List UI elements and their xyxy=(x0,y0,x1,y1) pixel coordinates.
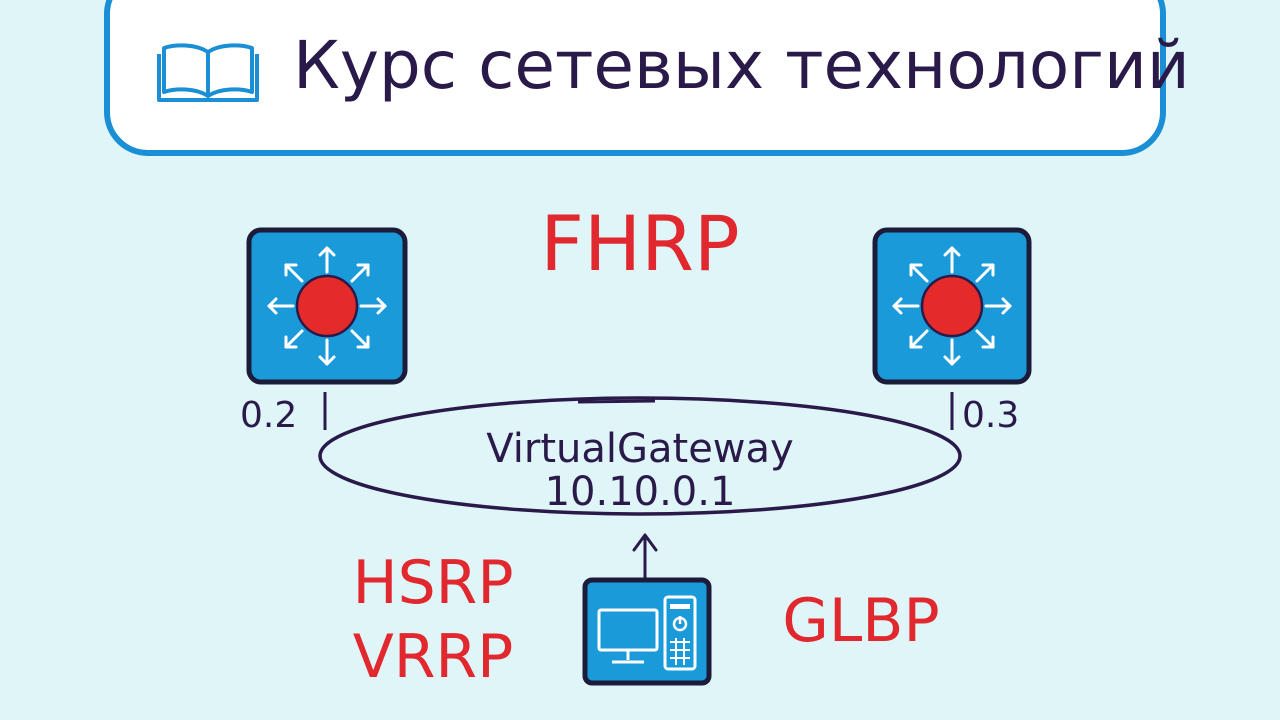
protocol-glbp: GLBP xyxy=(782,586,939,656)
virtual-gateway-ellipse xyxy=(318,396,962,516)
gateway-top-mark xyxy=(577,399,656,404)
protocol-vrrp: VRRP xyxy=(353,622,514,692)
left-router-core xyxy=(295,274,359,338)
gateway-name: VirtualGateway xyxy=(486,426,793,472)
computer-workstation-icon xyxy=(582,577,712,686)
gateway-ip: 10.10.0.1 xyxy=(545,469,736,515)
diagram-title: FHRP xyxy=(540,199,740,288)
page-title: Курс сетевых технологий xyxy=(293,27,1190,104)
left-router-label: 0.2 xyxy=(240,395,297,436)
book-icon xyxy=(157,43,259,102)
host-uplink-arrowhead xyxy=(632,533,658,552)
right-router-label: 0.3 xyxy=(962,395,1019,436)
right-router-core xyxy=(920,274,984,338)
left-router xyxy=(246,227,408,385)
right-router xyxy=(872,227,1032,385)
header-card xyxy=(104,0,1166,156)
protocol-hsrp: HSRP xyxy=(352,548,513,618)
